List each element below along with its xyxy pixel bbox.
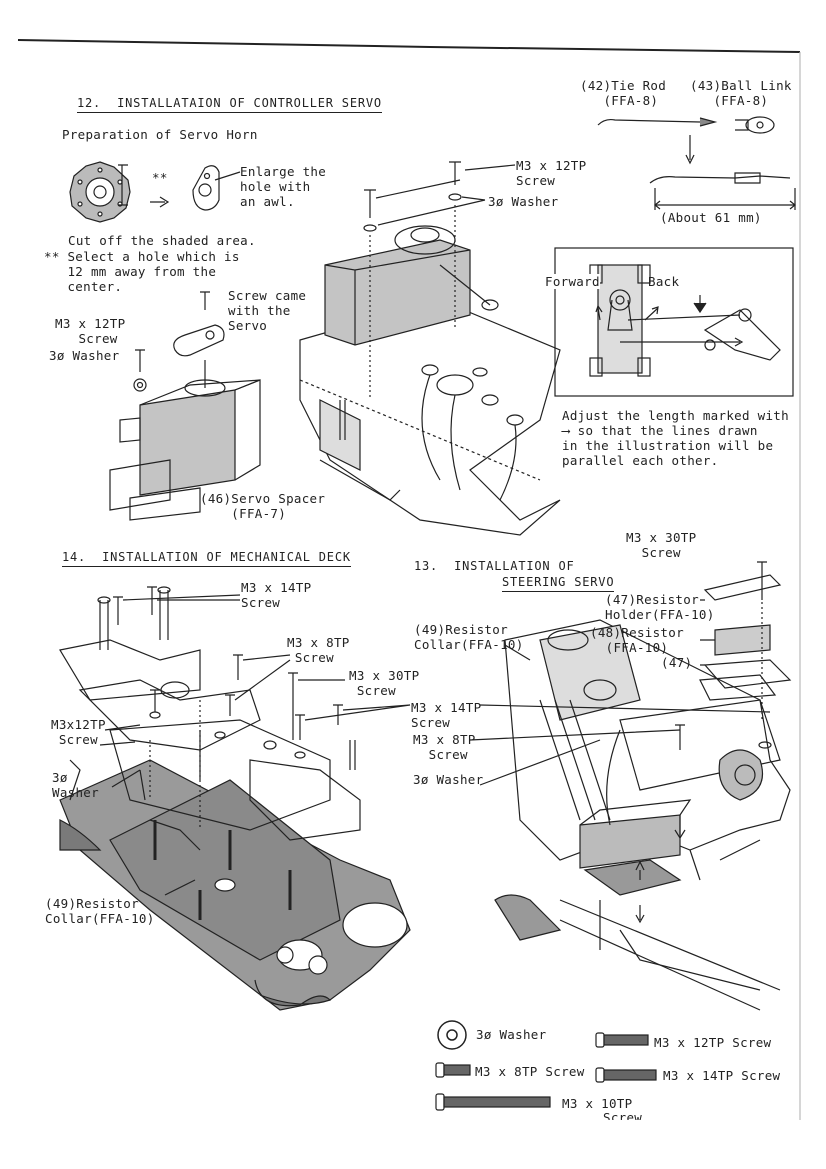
s13-p47-label: (47) — [661, 655, 693, 670]
tie-rod-label: (42)Tie Rod (FFA-8) — [580, 78, 667, 108]
s13-m3x14-label: M3 x 14TP Screw — [411, 700, 482, 730]
screw8-a — [233, 654, 243, 680]
washer-right-label: 3ø Washer — [488, 194, 559, 209]
prep-title: Preparation of Servo Horn — [62, 127, 258, 142]
top-rule — [17, 39, 801, 53]
section13-heading-1: 13. INSTALLATION OF — [414, 559, 575, 573]
link-rod — [627, 314, 741, 321]
dimension-12mm — [118, 164, 128, 206]
about-61mm-label: (About 61 mm) — [660, 210, 762, 225]
m3x12-label: M3 x 12TP Screw — [55, 316, 126, 346]
s13-washer-label: 3ø Washer — [413, 772, 484, 787]
screw30 — [288, 672, 298, 740]
legend-washer-label: 3ø Washer — [476, 1027, 547, 1042]
s13-m3x30-label: M3 x 30TP Screw — [626, 530, 697, 560]
back-arrow — [644, 306, 659, 321]
cut-note: Cut off the shaded area. — [68, 233, 256, 248]
leaders-13 — [469, 644, 681, 786]
stars: ** — [152, 170, 168, 185]
back-label: Back — [648, 274, 680, 289]
screw8-b — [225, 694, 235, 716]
screw14-b — [147, 586, 157, 615]
section14-heading: 14. INSTALLATION OF MECHANICAL DECK — [62, 550, 351, 567]
leader14 — [122, 594, 241, 601]
m3x12-right-label: M3 x 12TP Screw — [516, 158, 587, 188]
leader — [214, 171, 241, 181]
s14-resistor-collar-label: (49)Resistor Collar(FFA-10) — [45, 896, 155, 926]
servo-left — [109, 360, 261, 521]
s14-m3x14-label: M3 x 14TP Screw — [241, 580, 312, 610]
s13-resistor-label: (48)Resistor (FFA-10) — [590, 625, 684, 655]
screw30-13 — [757, 561, 767, 600]
horn-left — [173, 324, 225, 357]
screw-came-label: Screw came with the Servo — [228, 288, 307, 333]
screw8-13 — [675, 724, 685, 750]
s14-m3x8-label: M3 x 8TP Screw — [287, 635, 350, 665]
adjust-note: Adjust the length marked with ⟶ so that … — [562, 408, 789, 468]
tie-rod — [597, 118, 701, 126]
legend-m3x8-icon — [435, 1062, 471, 1078]
arrow-down — [685, 135, 695, 165]
legend-m3x30-icon — [435, 1093, 551, 1111]
screw-12tp-right — [364, 189, 376, 218]
resistor-parts — [699, 574, 792, 701]
s14-washer-label: 3ø Washer — [52, 770, 99, 800]
legend-m3x14-label: M3 x 14TP Screw — [663, 1068, 781, 1083]
assembled-rod — [649, 175, 791, 184]
leaders — [375, 164, 516, 226]
mechanical-deck — [59, 586, 411, 1011]
adjust-box — [554, 247, 794, 397]
dimension-61mm — [654, 188, 796, 210]
servo-horn-trimmed — [192, 165, 220, 211]
screw14-a — [113, 596, 123, 625]
steering-chassis — [494, 619, 791, 1011]
servo-top-view — [589, 264, 651, 377]
ball-link — [735, 116, 775, 134]
servo-spacer-label: (46)Servo Spacer (FFA-7) — [200, 491, 326, 521]
section13-heading-2: STEERING SERVO — [502, 575, 615, 592]
screw-12tp — [135, 349, 145, 372]
section12-heading: 12. INSTALLATAION OF CONTROLLER SERVO — [77, 96, 382, 113]
adjust-dim — [620, 337, 744, 347]
forward-arrow — [595, 304, 603, 321]
legend-m3x10-label: M3 x 10TP — [562, 1096, 633, 1111]
screw14-c — [295, 704, 343, 740]
legend-screw-label: Screw — [603, 1110, 643, 1120]
legend-m3x12-label: M3 x 12TP Screw — [654, 1035, 772, 1050]
chassis-section12 — [299, 225, 561, 536]
arrow-right — [150, 196, 170, 208]
leader8 — [234, 654, 291, 701]
screw12-14 — [150, 689, 160, 712]
leader12 — [99, 724, 141, 746]
leader-collar — [164, 879, 196, 896]
small-screw — [200, 291, 210, 310]
s13-resistor-holder-label: (47)Resistor Holder(FFA-10) — [605, 592, 715, 622]
legend-m3x12-icon — [595, 1032, 649, 1048]
legend-washer-icon — [437, 1020, 467, 1050]
washer-label: 3ø Washer — [49, 348, 120, 363]
s13-collar-label: (49)Resistor Collar(FFA-10) — [414, 622, 524, 652]
s14-m3x12-label: M3x12TP Screw — [51, 717, 106, 747]
legend-m3x14-icon — [595, 1067, 657, 1083]
s14-m3x30-label: M3 x 30TP Screw — [349, 668, 420, 698]
s13-m3x8-label: M3 x 8TP Screw — [413, 732, 476, 762]
forward-label: Forward — [545, 274, 600, 289]
leader-washer — [111, 769, 141, 788]
ball-link-label: (43)Ball Link (FFA-8) — [690, 78, 792, 108]
knuckle — [703, 309, 781, 361]
select-note: ** Select a hole which is 12 mm away fro… — [44, 249, 240, 294]
down-arrow — [693, 295, 707, 314]
leader14-13 — [479, 704, 771, 713]
enlarge-note: Enlarge the hole with an awl. — [240, 164, 327, 209]
legend-m3x8-label: M3 x 8TP Screw — [475, 1064, 585, 1079]
servo-horn-star — [69, 161, 131, 223]
